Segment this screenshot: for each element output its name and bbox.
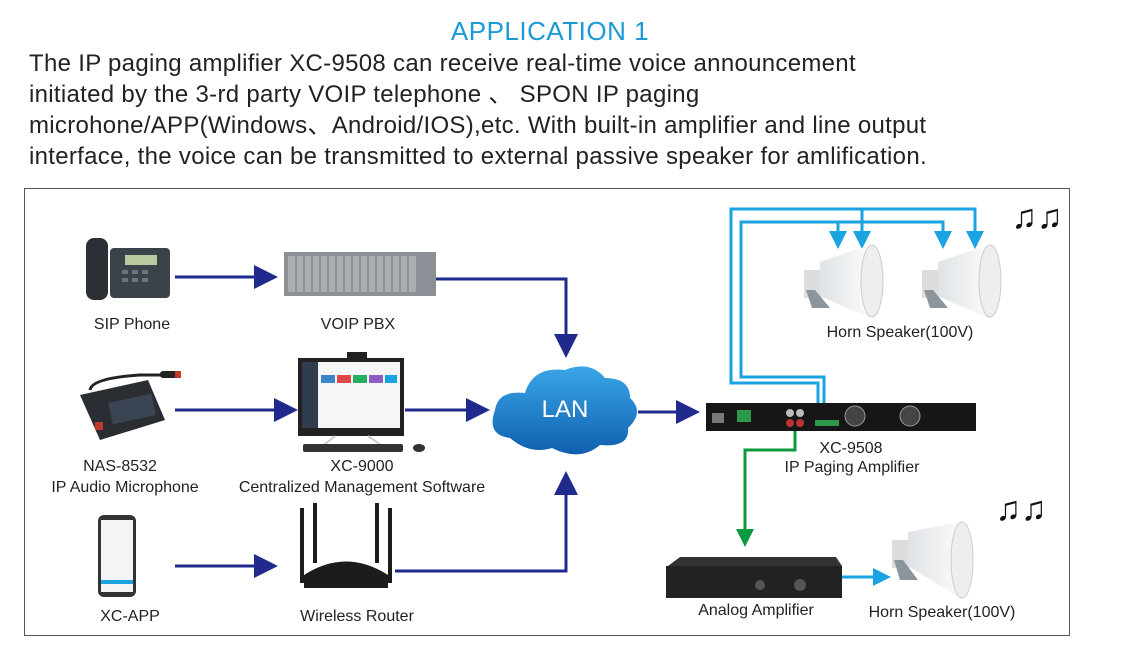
nas-8532-label: IP Audio Microphone: [51, 479, 199, 496]
xc-9508-label: IP Paging Amplifier: [784, 459, 920, 476]
description-line: interface, the voice can be transmitted …: [29, 143, 927, 170]
xc-9508-model: XC-9508: [819, 440, 883, 457]
horn-speaker-icon: [804, 244, 884, 318]
xc-9000-label: Centralized Management Software: [238, 479, 486, 496]
cloud-icon: [492, 366, 638, 455]
desktop-computer-icon: [298, 352, 425, 452]
gooseneck-microphone-icon: [80, 371, 181, 440]
horn-top-label: Horn Speaker(100V): [826, 324, 974, 341]
voip-pbx-label: VOIP PBX: [320, 316, 396, 333]
rack-server-icon: [284, 252, 436, 296]
diagram-title: APPLICATION 1: [450, 16, 650, 46]
music-note-icon: ♫♫: [995, 490, 1047, 528]
description-line: initiated by the 3-rd party VOIP telepho…: [29, 81, 700, 108]
sip-phone-label: SIP Phone: [93, 316, 171, 333]
diagram-frame: [24, 188, 1070, 636]
music-note-icon: ♫♫: [1011, 198, 1063, 236]
description-line: The IP paging amplifier XC-9508 can rece…: [29, 50, 856, 77]
link-pbx-lan: [436, 277, 578, 358]
nas-8532-model: NAS-8532: [83, 458, 157, 475]
power-amplifier-icon: [666, 557, 842, 598]
lan-label: LAN: [541, 396, 589, 423]
xc-9000-model: XC-9000: [330, 458, 394, 475]
link-router-lan: [395, 471, 578, 573]
description: The IP paging amplifier XC-9508 can rece…: [29, 48, 1119, 172]
xc-app-label: XC-APP: [100, 608, 160, 625]
horn-bottom-label: Horn Speaker(100V): [868, 604, 1016, 621]
rack-amplifier-icon: [706, 403, 976, 431]
smartphone-icon: [98, 515, 136, 597]
description-line: microhone/APP(Windows、Android/IOS),etc. …: [29, 112, 927, 139]
desk-phone-icon: [86, 238, 170, 300]
router-label: Wireless Router: [300, 608, 414, 625]
horn-speaker-icon: [922, 244, 1002, 318]
analog-amp-label: Analog Amplifier: [698, 602, 814, 619]
wifi-router-icon: [300, 503, 392, 588]
horn-speaker-icon: [892, 521, 974, 599]
link-line-out: [736, 430, 797, 547]
